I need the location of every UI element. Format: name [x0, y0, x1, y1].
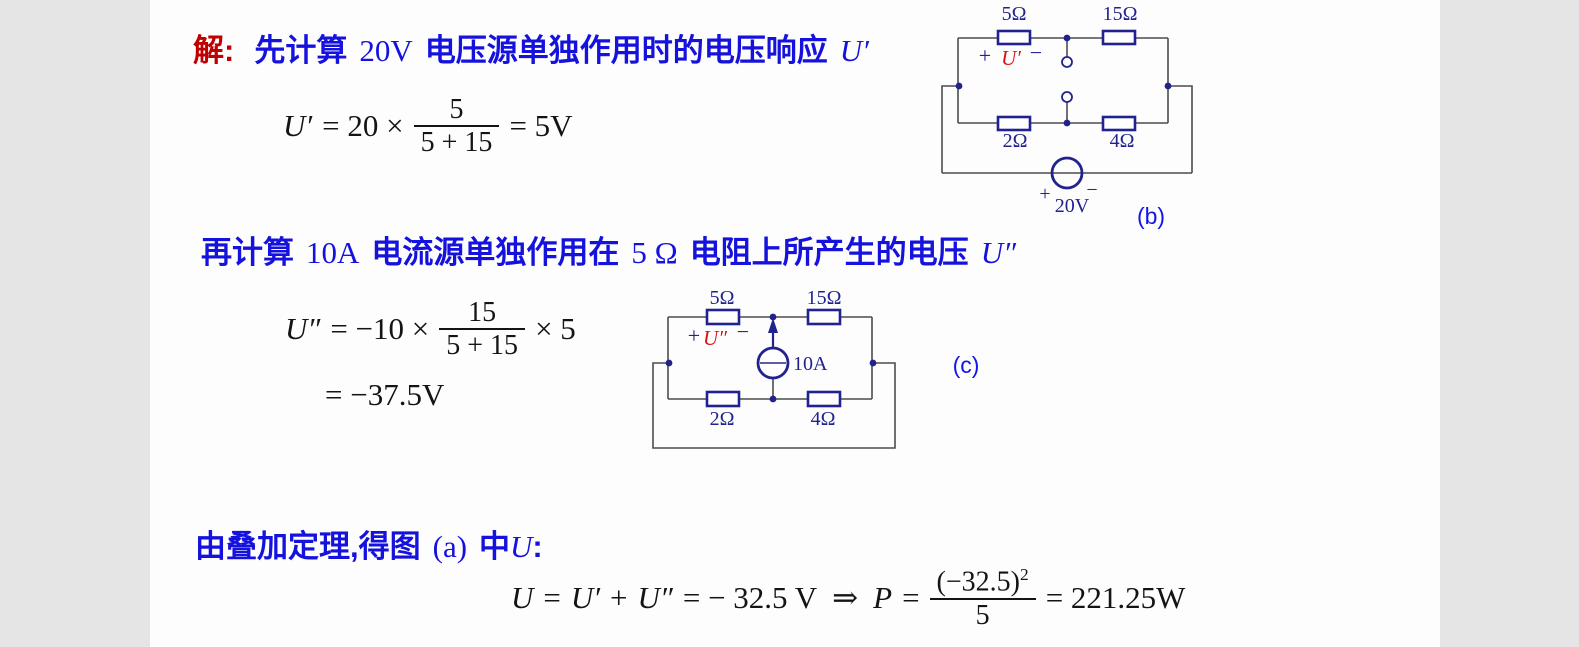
label-c-4ohm: 4Ω: [811, 408, 836, 430]
implies-arrow: ⇒: [832, 580, 859, 615]
circuit-b-junction-dots: [955, 34, 1172, 127]
voltage-source-symbol: [1050, 156, 1084, 190]
circuit-c-junction-dots: [665, 313, 877, 403]
voltage-label-uprime: U′: [1001, 46, 1021, 70]
source-minus-sign: −: [1086, 179, 1097, 201]
solution-heading: 解:: [193, 33, 235, 68]
formula3-fraction: (−32.5)2 5: [929, 565, 1036, 631]
resistor-b-4ohm: [1101, 115, 1137, 132]
resistor-b-15ohm: [1101, 29, 1137, 46]
circuit-b-wires: [941, 37, 1193, 174]
polarity-minus-c: −: [737, 319, 749, 344]
formula3-p: P: [873, 580, 893, 615]
voltage-label-udprime: U″: [703, 326, 727, 350]
circuit-diagram-c: 5Ω 15Ω + U″ − 2Ω 4Ω 10A (c): [652, 287, 980, 449]
formula3-u2: U″: [637, 580, 673, 615]
source-value-20v: 20V: [1055, 195, 1090, 217]
label-c-5ohm: 5Ω: [710, 287, 735, 309]
line1-symbol-uprime: U′: [839, 33, 869, 68]
line1-text-a: 先计算: [254, 33, 348, 68]
circuit-b-resistors: [996, 29, 1137, 132]
formula1-result: = 5V: [509, 108, 573, 143]
line2-text-c: 电阻上所产生的电压: [689, 235, 969, 270]
current-arrow-head: [768, 318, 778, 333]
fraction-denominator: 5: [929, 597, 1036, 631]
caption-c: (c): [953, 352, 980, 378]
fraction-numerator: 15: [468, 296, 497, 328]
line3-text-b: 中: [479, 529, 511, 564]
polarity-plus-c: +: [688, 323, 700, 348]
formula2-after: × 5: [535, 311, 576, 346]
resistor-b-2ohm: [996, 115, 1032, 132]
fraction-denominator: 5 + 15: [439, 328, 526, 361]
formula2-lhs: U″: [285, 311, 321, 346]
line2-symbol-udprime: U″: [980, 235, 1016, 270]
line3-symbol-u: U: [510, 529, 533, 564]
formula2-mid: = −10 ×: [330, 311, 430, 346]
open-terminal-top: [1061, 56, 1073, 68]
current-source-value-10a: 10A: [793, 353, 828, 375]
formula-u-double-prime: U″ = −10 × 15 5 + 15 × 5: [280, 293, 581, 365]
line2-value-5ohm: 5 Ω: [631, 235, 678, 270]
label-b-2ohm: 2Ω: [1003, 130, 1028, 152]
caption-b: (b): [1137, 203, 1165, 229]
formula-superposition-result: U = U′ + U″ = − 32.5 V ⇒ P = (−32.5)2 5 …: [506, 558, 1190, 638]
formula2-fraction: 15 5 + 15: [439, 296, 526, 362]
open-circuit-terminals: [1061, 56, 1073, 103]
formula1-fraction: 5 5 + 15: [413, 93, 500, 159]
fraction-numerator: 5: [449, 93, 464, 125]
resistor-c-15ohm: [806, 308, 842, 326]
formula2-result: = −37.5V: [325, 377, 445, 412]
open-terminal-bottom: [1061, 91, 1073, 103]
formula3-eq2: =: [902, 580, 920, 615]
label-c-2ohm: 2Ω: [710, 408, 735, 430]
circuit-diagram-b: 5Ω 15Ω + U′ − 2Ω 4Ω + − 20V (b): [941, 3, 1193, 229]
formula3-power-result: = 221.25W: [1045, 580, 1186, 615]
resistor-b-5ohm: [996, 29, 1032, 46]
line1-text-b: 电压源单独作用时的电压响应: [424, 33, 828, 68]
solution-line-1: 解: 先计算 20V 电压源单独作用时的电压响应 U′: [193, 25, 875, 70]
resistor-c-2ohm: [705, 390, 741, 408]
slide-content-area: [150, 0, 1440, 647]
formula3-u1: U′: [570, 580, 601, 615]
fraction-denominator: 5 + 15: [413, 125, 500, 158]
line2-text-b: 电流源单独作用在: [371, 235, 620, 270]
formula-u-prime: U′ = 20 × 5 5 + 15 = 5V: [278, 90, 578, 162]
label-b-15ohm: 15Ω: [1103, 3, 1138, 25]
line2-value-10a: 10A: [306, 235, 360, 270]
source-plus-sign: +: [1039, 183, 1050, 205]
line3-text-a: 由叠加定理,得图: [195, 529, 421, 564]
numerator-base: (−32.5): [936, 566, 1020, 598]
resistor-c-4ohm: [806, 390, 842, 408]
line1-value-20v: 20V: [359, 33, 413, 68]
fraction-numerator: (−32.5)2: [930, 565, 1036, 598]
numerator-exponent: 2: [1020, 564, 1029, 584]
formula1-lhs: U′: [283, 108, 313, 143]
label-b-5ohm: 5Ω: [1002, 3, 1027, 25]
formula3-result: = − 32.5 V: [682, 580, 818, 615]
formula1-mid: = 20 ×: [322, 108, 404, 143]
formula3-plus: +: [610, 580, 628, 615]
line3-figure-ref: (a): [432, 529, 468, 564]
resistor-c-5ohm: [705, 308, 741, 326]
solution-line-2: 再计算 10A 电流源单独作用在 5 Ω 电阻上所产生的电压 U″: [195, 227, 1022, 272]
polarity-minus-b: −: [1030, 40, 1042, 65]
circuit-c-resistors: [705, 308, 842, 408]
superposition-line: 由叠加定理,得图 (a) 中 U :: [195, 521, 543, 566]
formula3-u: U: [511, 580, 534, 615]
line3-colon: :: [532, 529, 543, 564]
formula3-eq1: =: [543, 580, 561, 615]
label-c-15ohm: 15Ω: [807, 287, 842, 309]
line2-text-a: 再计算: [201, 235, 294, 270]
label-b-4ohm: 4Ω: [1110, 130, 1135, 152]
polarity-plus-b: +: [979, 43, 991, 68]
formula2-result-line: = −37.5V: [320, 377, 449, 413]
